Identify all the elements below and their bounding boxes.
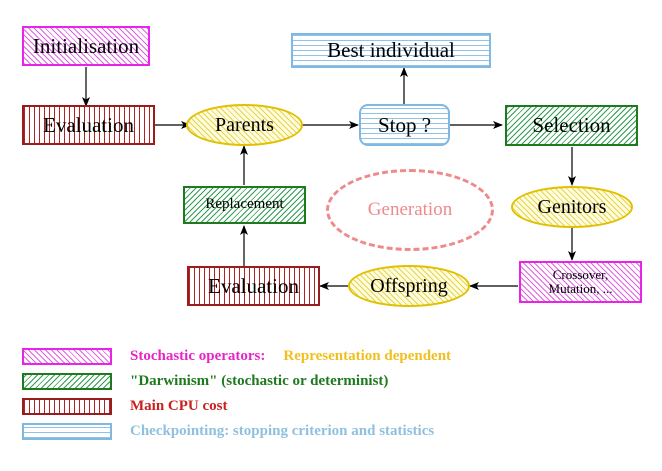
legend-label-main-cpu-cost: Main CPU cost xyxy=(130,398,228,414)
node-selection[interactable]: Selection xyxy=(505,105,638,146)
legend-label-checkpointing: Checkpointing: stopping criterion and st… xyxy=(130,423,435,439)
legend-swatch-checkpointing xyxy=(22,423,112,440)
node-crossover-mutation[interactable]: Crossover, Mutation, ... xyxy=(519,261,642,303)
legend-label-stochastic-operators: Stochastic operators: xyxy=(130,348,266,364)
node-stop[interactable]: Stop ? xyxy=(359,104,450,146)
legend: Stochastic operators: Representation dep… xyxy=(22,344,642,444)
legend-swatch-main-cpu-cost xyxy=(22,398,112,415)
node-parents[interactable]: Parents xyxy=(186,104,303,146)
legend-swatch-darwinism xyxy=(22,373,112,390)
node-evaluation-top[interactable]: Evaluation xyxy=(22,105,155,145)
node-offspring[interactable]: Offspring xyxy=(348,265,470,307)
node-evaluation-bottom[interactable]: Evaluation xyxy=(187,266,320,306)
legend-swatch-stochastic-operators xyxy=(22,348,112,365)
node-best-individual[interactable]: Best individual xyxy=(291,33,491,68)
node-initialisation[interactable]: Initialisation xyxy=(22,26,150,66)
legend-row: Checkpointing: stopping criterion and st… xyxy=(22,419,642,444)
node-generation-grouping: Generation xyxy=(326,169,494,251)
legend-label-darwinism: "Darwinism" (stochastic or determinist) xyxy=(130,373,389,389)
legend-row: "Darwinism" (stochastic or determinist) xyxy=(22,369,642,394)
node-genitors[interactable]: Genitors xyxy=(511,186,633,228)
node-replacement[interactable]: Replacement xyxy=(183,186,306,224)
legend-row: Main CPU cost xyxy=(22,394,642,419)
legend-row: Stochastic operators: Representation dep… xyxy=(22,344,642,369)
legend-label-representation-dependent: Representation dependent xyxy=(283,348,452,364)
